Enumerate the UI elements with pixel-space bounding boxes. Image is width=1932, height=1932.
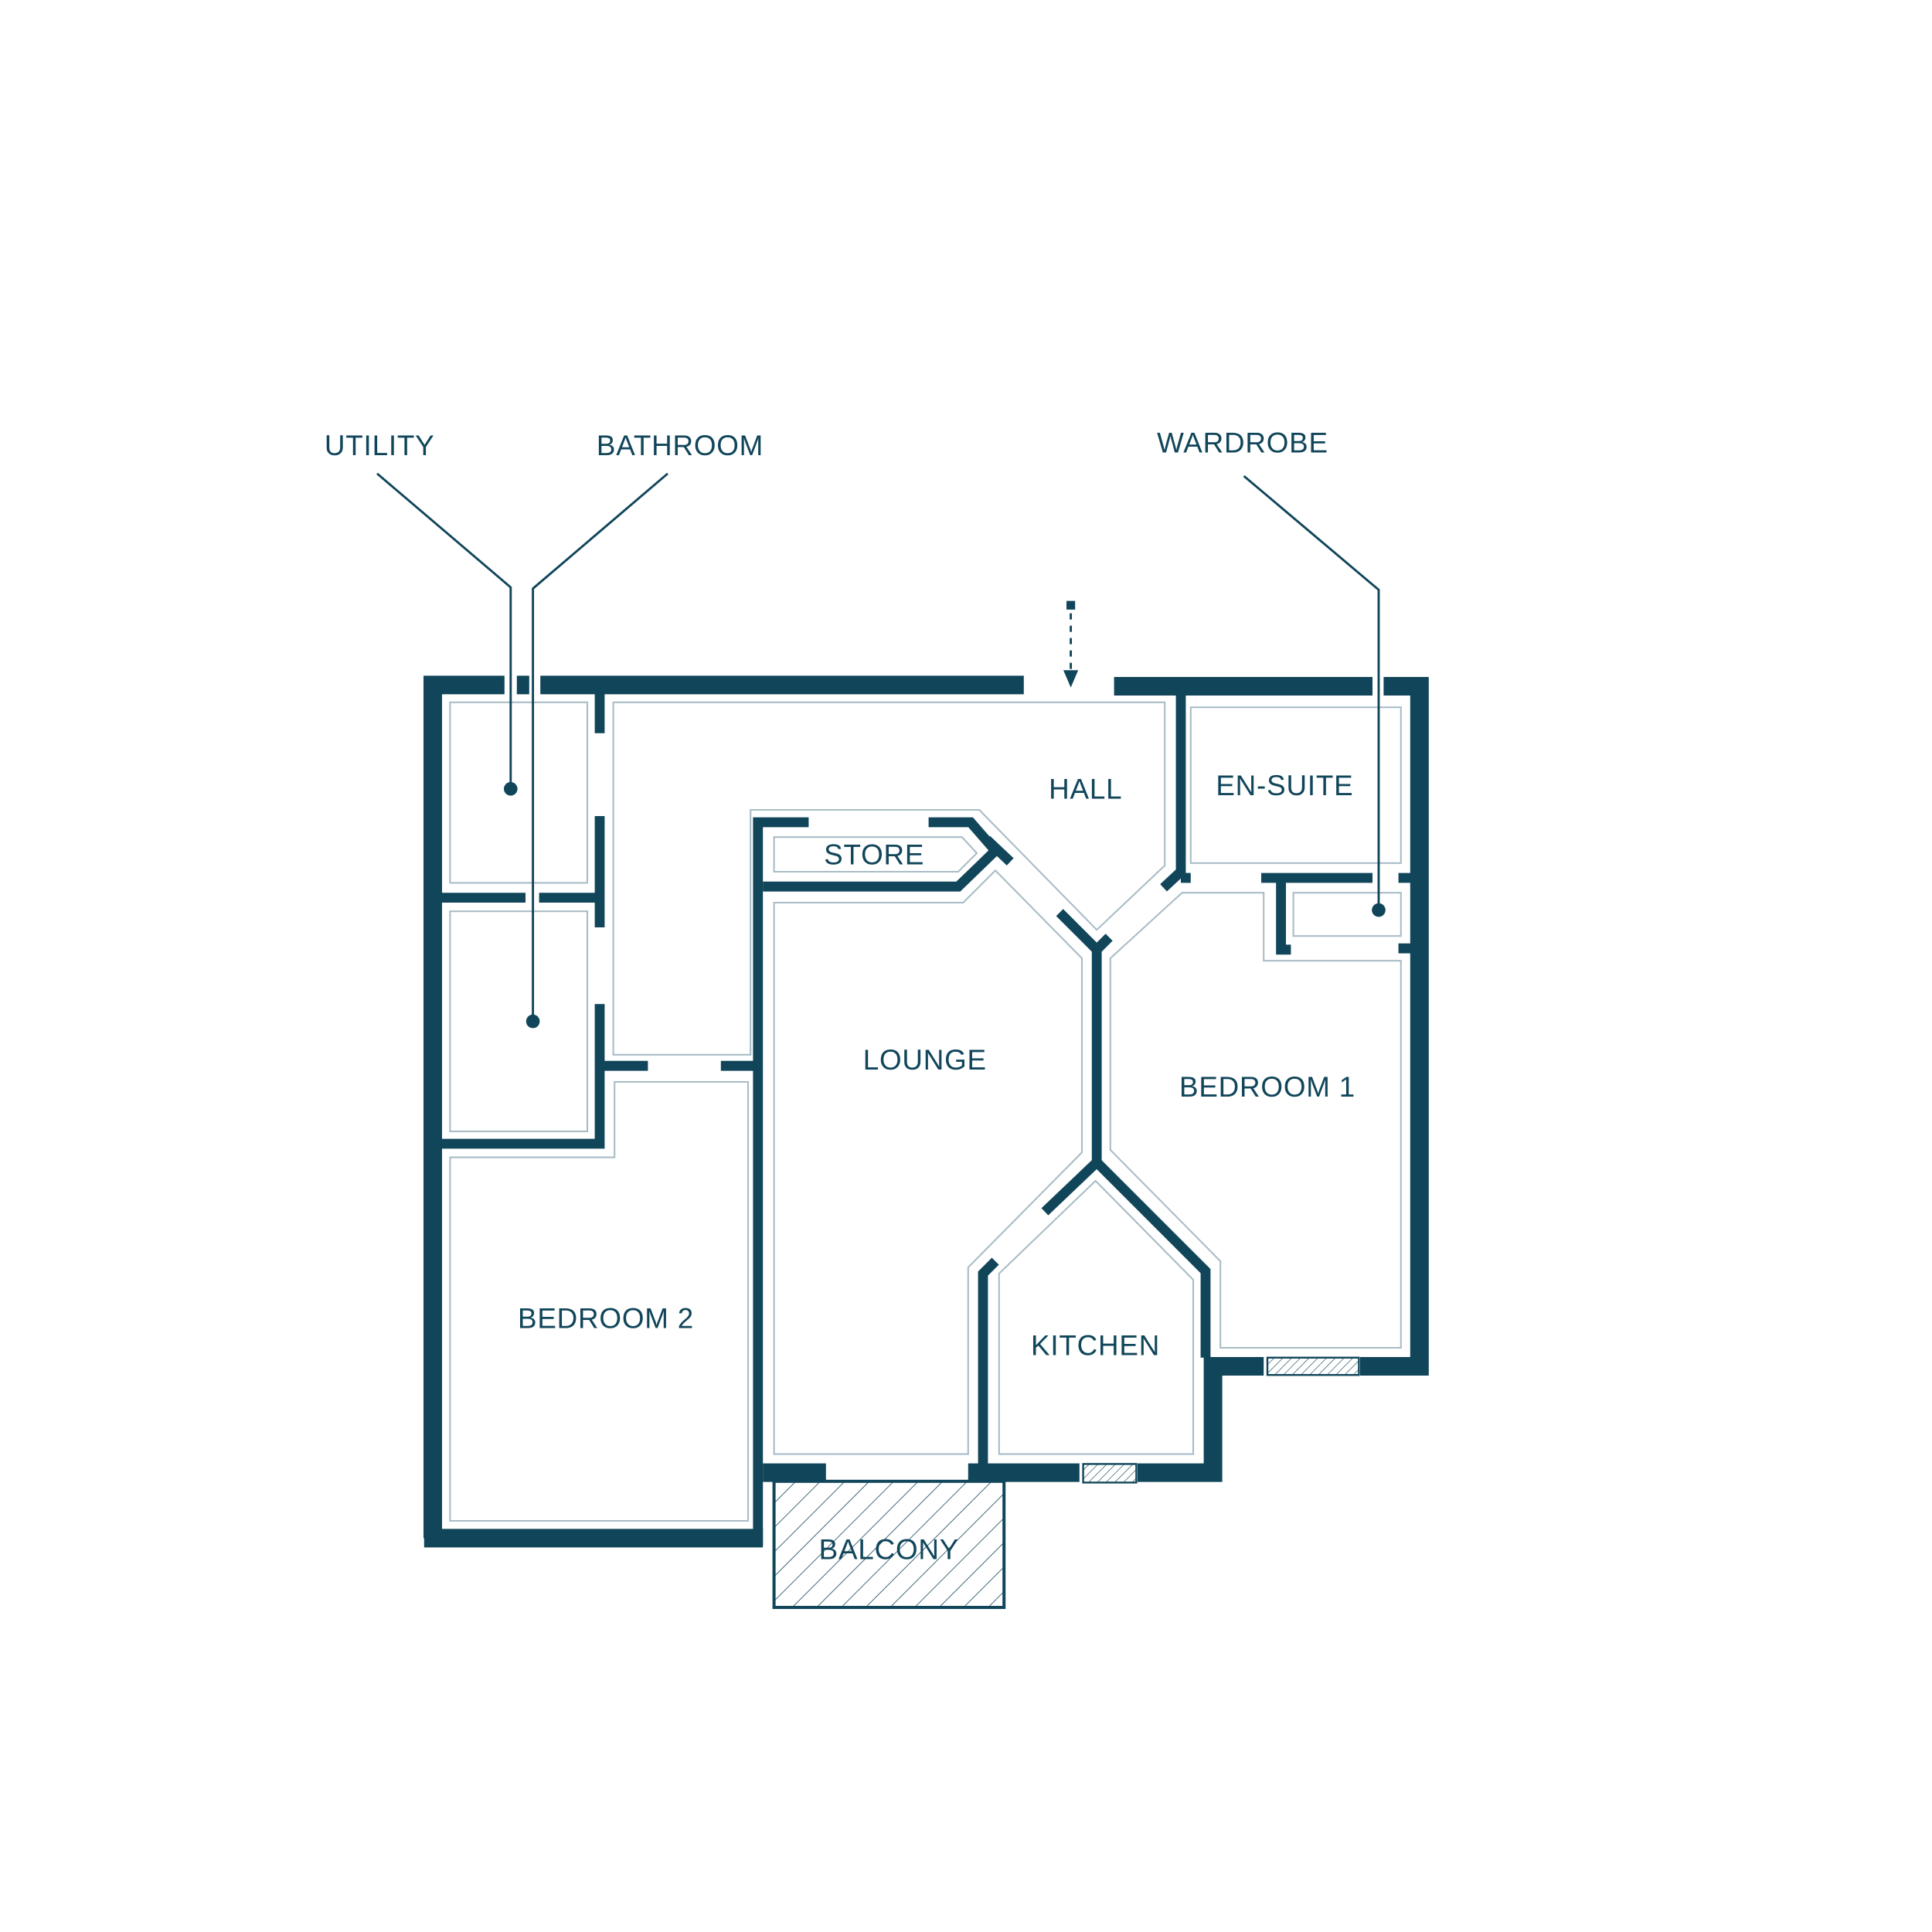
utility-outline (449, 701, 589, 884)
label-bedroom1: BEDROOM 1 (1179, 1071, 1355, 1103)
label-kitchen: KITCHEN (1031, 1330, 1160, 1362)
utility-dot (504, 782, 518, 796)
label-en-suite: EN-SUITE (1216, 770, 1353, 801)
wardrobe-outline (1292, 892, 1402, 937)
label-hall: HALL (1049, 774, 1122, 805)
kitchen-outline (998, 1179, 1195, 1455)
wardrobe-dot (1372, 903, 1386, 917)
inner-wall (1091, 949, 1211, 1358)
label-balcony: BALCONY (819, 1534, 959, 1566)
outer-wall (1360, 677, 1429, 1376)
lounge-outline (773, 869, 1083, 1455)
inner-wall (753, 817, 809, 1546)
wardrobe-leader (1243, 474, 1380, 910)
walls (423, 675, 1429, 1548)
bathroom-dot (526, 1014, 540, 1029)
inner-wall (978, 1257, 999, 1471)
bedroom1-outline (1109, 892, 1402, 1349)
inner-wall (1276, 878, 1291, 955)
bedroom1-window (1266, 1356, 1360, 1376)
label-wardrobe: WARDROBE (1157, 427, 1328, 459)
bedroom2-outline (449, 1080, 750, 1522)
balcony-area (772, 1479, 1006, 1609)
en-suite-outline (1189, 706, 1402, 864)
bathroom-leader (532, 472, 668, 1022)
label-lounge: LOUNGE (863, 1044, 987, 1076)
label-utility: UTILITY (325, 430, 435, 461)
entrance-arrow-icon (1063, 600, 1079, 688)
inner-wall (1160, 695, 1186, 892)
hall-outline (612, 701, 1166, 1056)
label-store: STORE (824, 838, 924, 870)
inner-wall (441, 1004, 605, 1149)
callout-leaders (376, 472, 1386, 1029)
inner-wall (1041, 1158, 1100, 1216)
inner-wall (983, 835, 1014, 866)
utility-leader (376, 472, 512, 789)
outer-wall (423, 675, 505, 1539)
store-outline (773, 836, 978, 873)
outer-wall (1138, 1357, 1264, 1482)
bathroom-outline (449, 910, 589, 1133)
label-bedroom2: BEDROOM 2 (518, 1302, 694, 1334)
room-outlines (449, 701, 1402, 1522)
label-bathroom: BATHROOM (597, 430, 764, 461)
kitchen-window (1082, 1463, 1138, 1484)
